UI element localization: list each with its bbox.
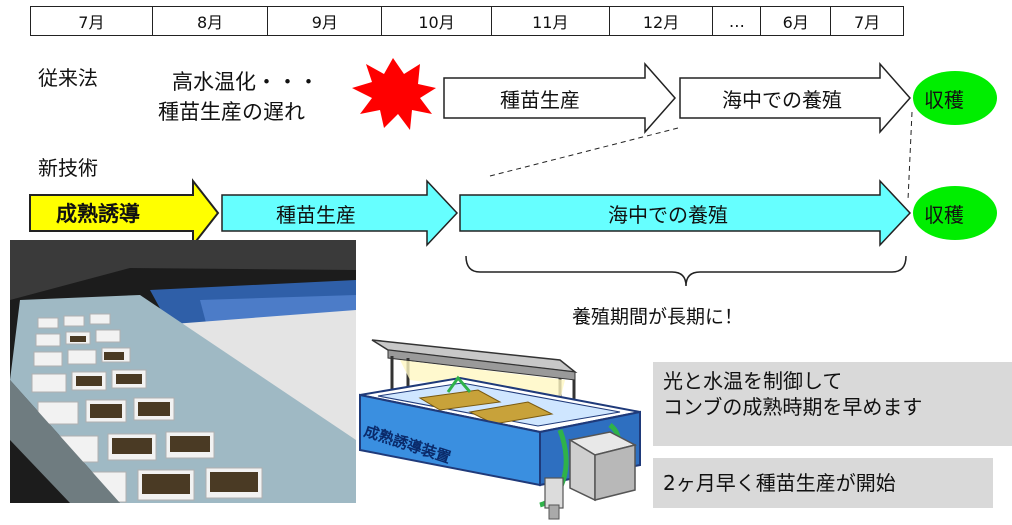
- caption-line1: 光と水温を制御して: [663, 369, 843, 393]
- new-seedling-label: 種苗生産: [276, 203, 356, 227]
- month-cell: 7月: [853, 13, 881, 32]
- period-brace: [465, 255, 907, 287]
- conventional-culture-arrow: [679, 62, 912, 134]
- induction-device: [359, 339, 641, 520]
- new-culture-arrow: [459, 179, 912, 247]
- month-cell: 6月: [761, 7, 832, 35]
- month-header: 7月 8月 9月 10月 11月 12月 … 6月 7月: [30, 6, 904, 36]
- harvest-ellipse-conventional: [913, 71, 997, 125]
- caption-box-control: 光と水温を制御して コンブの成熟時期を早めます: [653, 362, 1012, 446]
- new-seedling-arrow: [221, 179, 459, 247]
- caption-line3: 2ヶ月早く種苗生産が開始: [663, 471, 896, 495]
- harvest-label-new: 収穫: [924, 203, 964, 227]
- conventional-seedling-arrow: [443, 62, 677, 134]
- induction-arrow: [29, 178, 220, 248]
- caption-line2: コンブの成熟時期を早めます: [663, 395, 923, 419]
- shift-guide-line: [489, 127, 679, 177]
- harvest-label-conventional: 収穫: [924, 88, 964, 112]
- conventional-culture-label: 海中での養殖: [722, 88, 842, 112]
- month-cell: 12月: [610, 7, 714, 35]
- shift-guide-line: [907, 111, 913, 201]
- month-cell: …: [713, 7, 762, 35]
- new-culture-label: 海中での養殖: [608, 203, 728, 227]
- tank-room-photo: [10, 240, 356, 503]
- delay-text-line2: 種苗生産の遅れ: [158, 100, 305, 124]
- conventional-label: 従来法: [38, 66, 98, 90]
- harvest-ellipse-new: [913, 186, 997, 240]
- new-tech-label: 新技術: [38, 156, 98, 180]
- delay-burst: [352, 58, 436, 130]
- month-cell: 9月: [268, 7, 383, 35]
- caption-box-start: 2ヶ月早く種苗生産が開始: [653, 458, 993, 508]
- delay-text-line1: 高水温化・・・: [172, 70, 319, 94]
- induction-label: 成熟誘導: [56, 202, 140, 226]
- month-cell: 11月: [492, 7, 610, 35]
- longer-period-note: 養殖期間が長期に！: [572, 306, 744, 328]
- month-cell: 8月: [153, 7, 269, 35]
- month-cell: 10月: [382, 7, 492, 35]
- month-cell: 7月: [31, 7, 153, 35]
- conventional-seedling-label: 種苗生産: [500, 88, 580, 112]
